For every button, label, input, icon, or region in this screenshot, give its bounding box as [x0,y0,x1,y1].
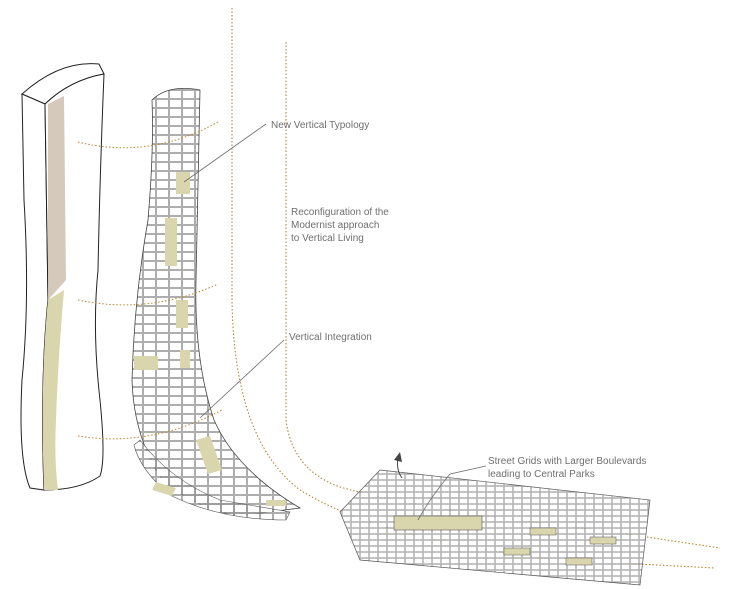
leader-street-grids [417,465,487,521]
label-reconfiguration: Reconfiguration of the Modernist approac… [291,206,389,245]
label-street-grids-line2: leading to Central Parks [488,469,595,480]
park-small-3 [503,547,531,556]
label-vertical-integration: Vertical Integration [289,332,372,343]
central-park [393,515,483,531]
connector-lines [77,121,223,440]
tower-model [20,63,105,491]
axis-lines [231,8,721,569]
tower-core-strip [48,96,66,300]
label-new-vertical-typology: New Vertical Typology [271,120,370,131]
connector-upper [77,121,219,149]
leader-vertical-integration [199,339,285,419]
grid-surface [131,87,302,517]
connector-middle [77,283,219,306]
street-grid-surface [339,469,651,586]
unrolled-grid [131,87,302,521]
park-block-3 [176,300,188,328]
tower-park-strip [42,290,64,490]
park-block-2 [165,218,177,266]
leader-new-typology [183,123,267,183]
park-block-1 [176,172,190,194]
grid-strip-lower [133,439,291,521]
park-small-4 [565,557,593,566]
park-small-2 [589,536,617,545]
orientation-arrow-head [394,452,402,462]
label-reconfiguration-line3: to Vertical Living [291,233,364,244]
park-block-5 [180,350,190,368]
connector-lower [77,409,223,440]
axis-line-left [231,8,716,569]
label-reconfiguration-line1: Reconfiguration of the [291,207,389,218]
park-block-6 [196,436,222,474]
label-street-grids-line1: Street Grids with Larger Boulevards [488,456,647,467]
street-grid-plan [339,452,651,586]
axis-line-right [285,42,721,549]
park-block-4 [134,356,158,370]
park-block-8 [266,500,286,506]
label-street-grids: Street Grids with Larger Boulevards lead… [488,455,646,481]
leader-lines [183,123,487,521]
label-reconfiguration-line2: Modernist approach [291,220,380,231]
park-small-1 [529,527,557,536]
park-block-7 [152,482,176,496]
